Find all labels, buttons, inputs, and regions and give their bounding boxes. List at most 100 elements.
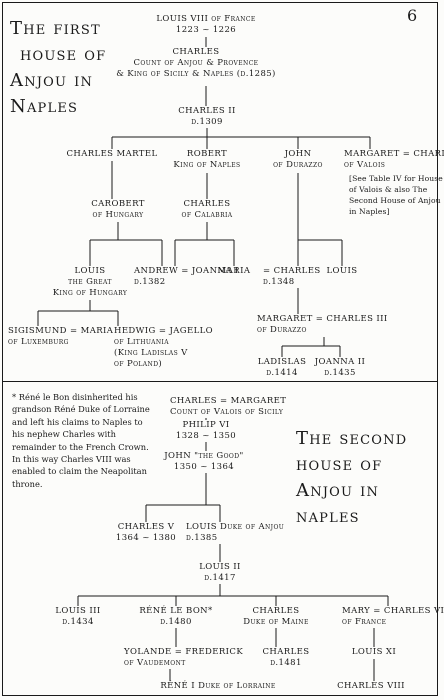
node-line: & King of Sicily & Naples (d.1285) [116, 69, 276, 79]
node-line: of Lithuania [114, 337, 169, 347]
person-john-the-good: JOHN "the Good"1350 ~ 1364 [164, 451, 244, 473]
node-line: RÉNÉ LE BON* [139, 606, 213, 616]
node-line: CHARLES = MARGARET [170, 396, 287, 406]
footnote: * Réné le Bon disinherited his grandson … [12, 392, 150, 489]
node-line: of Durazzo [257, 325, 307, 335]
node-line: LOUIS XI [351, 647, 397, 657]
node-line: CHARLES VIII [337, 681, 405, 691]
node-line: d.1434 [62, 617, 94, 627]
node-line: JOANNA II [314, 357, 366, 367]
node-line: King of Hungary [52, 288, 128, 298]
node-line: MARIA [217, 266, 251, 276]
node-line: LOUIS [74, 266, 106, 276]
node-line: of Durazzo [273, 160, 323, 170]
node-line: of Calabria [181, 210, 233, 220]
node-line: CHARLES [183, 199, 231, 209]
node-line: HEDWIG = JAGELLO [114, 326, 214, 336]
node-line: CHARLES V [117, 522, 175, 532]
node-line: d.1382 [134, 277, 166, 287]
node-line: 1328 ~ 1350 [175, 431, 237, 441]
person-maria: MARIA [218, 266, 251, 277]
page-border [2, 2, 438, 696]
node-line: = CHARLES [263, 266, 321, 276]
node-line: CAROBERT [91, 199, 145, 209]
node-line: of France [342, 617, 387, 627]
node-line: LOUIS [326, 266, 358, 276]
node-line: (King Ladislas V [114, 348, 188, 358]
node-line: of Hungary [92, 210, 144, 220]
node-line: 1364 ~ 1380 [115, 533, 177, 543]
first-title-line-2: house of [20, 44, 107, 65]
person-louis-xi: LOUIS XI [352, 647, 396, 658]
first-title-line-4: Naples [10, 96, 79, 117]
node-line: d.1309 [191, 117, 223, 127]
node-line: SIGISMUND = MARIA [8, 326, 114, 336]
node-line: MARY = CHARLES VII [342, 606, 444, 616]
node-line: King of Naples [173, 160, 241, 170]
node-line: of Luxemburg [8, 337, 69, 347]
node-line: CHARLES [262, 647, 310, 657]
node-line: d.1481 [270, 658, 302, 668]
node-line: in Naples] [349, 207, 390, 216]
person-rene-le-bon: RÉNÉ LE BON*d.1480 [139, 606, 212, 628]
node-line: CHARLES MARTEL [66, 149, 158, 159]
node-line: d.1417 [204, 573, 236, 583]
node-line: ANDREW = JOANNA I [134, 266, 239, 276]
node-line: JOHN "the Good" [164, 451, 244, 461]
node-line: PHILIP VI [182, 420, 230, 430]
node-line: d.1435 [324, 368, 356, 378]
first-title-line-1: The first [10, 18, 101, 39]
section-divider [2, 381, 438, 382]
node-line: YOLANDE = FREDERICK [124, 647, 244, 657]
node-line: CHARLES [172, 47, 220, 57]
node-line: CHARLES [252, 606, 300, 616]
node-line: d.1414 [266, 368, 298, 378]
person-charles-viii: CHARLES VIII [337, 681, 405, 692]
node-line: MARGARET = CHARLES III [257, 314, 388, 324]
first-title-line-3: Anjou in [10, 70, 94, 91]
node-line: LOUIS Duke of Anjou [186, 522, 285, 532]
node-line: the Great [68, 277, 112, 287]
node-line: of Valois [344, 160, 386, 170]
valois-cross-reference: [See Table IV for House of Valois & also … [349, 173, 443, 217]
node-line: Second House of Anjou [349, 196, 441, 205]
node-line: ROBERT [186, 149, 228, 159]
second-title-line-3: Anjou in [296, 480, 380, 501]
node-line: LOUIS III [55, 606, 101, 616]
node-line: d.1385 [186, 533, 218, 543]
node-line: CHARLES II [178, 106, 236, 116]
second-title-line-2: house of [296, 454, 383, 475]
node-line: 1223 ~ 1226 [175, 25, 237, 35]
page-number: 6 [407, 6, 418, 25]
node-line: LOUIS II [199, 562, 241, 572]
person-rene-i-duke-of-lorraine: RÉNÉ I Duke of Lorraine [160, 681, 275, 692]
node-line: LADISLAS [257, 357, 307, 367]
node-line: JOHN [284, 149, 312, 159]
node-line: d.1480 [160, 617, 192, 627]
node-line: [See Table IV for House [349, 174, 443, 183]
node-line: of Valois & also The [349, 185, 428, 194]
